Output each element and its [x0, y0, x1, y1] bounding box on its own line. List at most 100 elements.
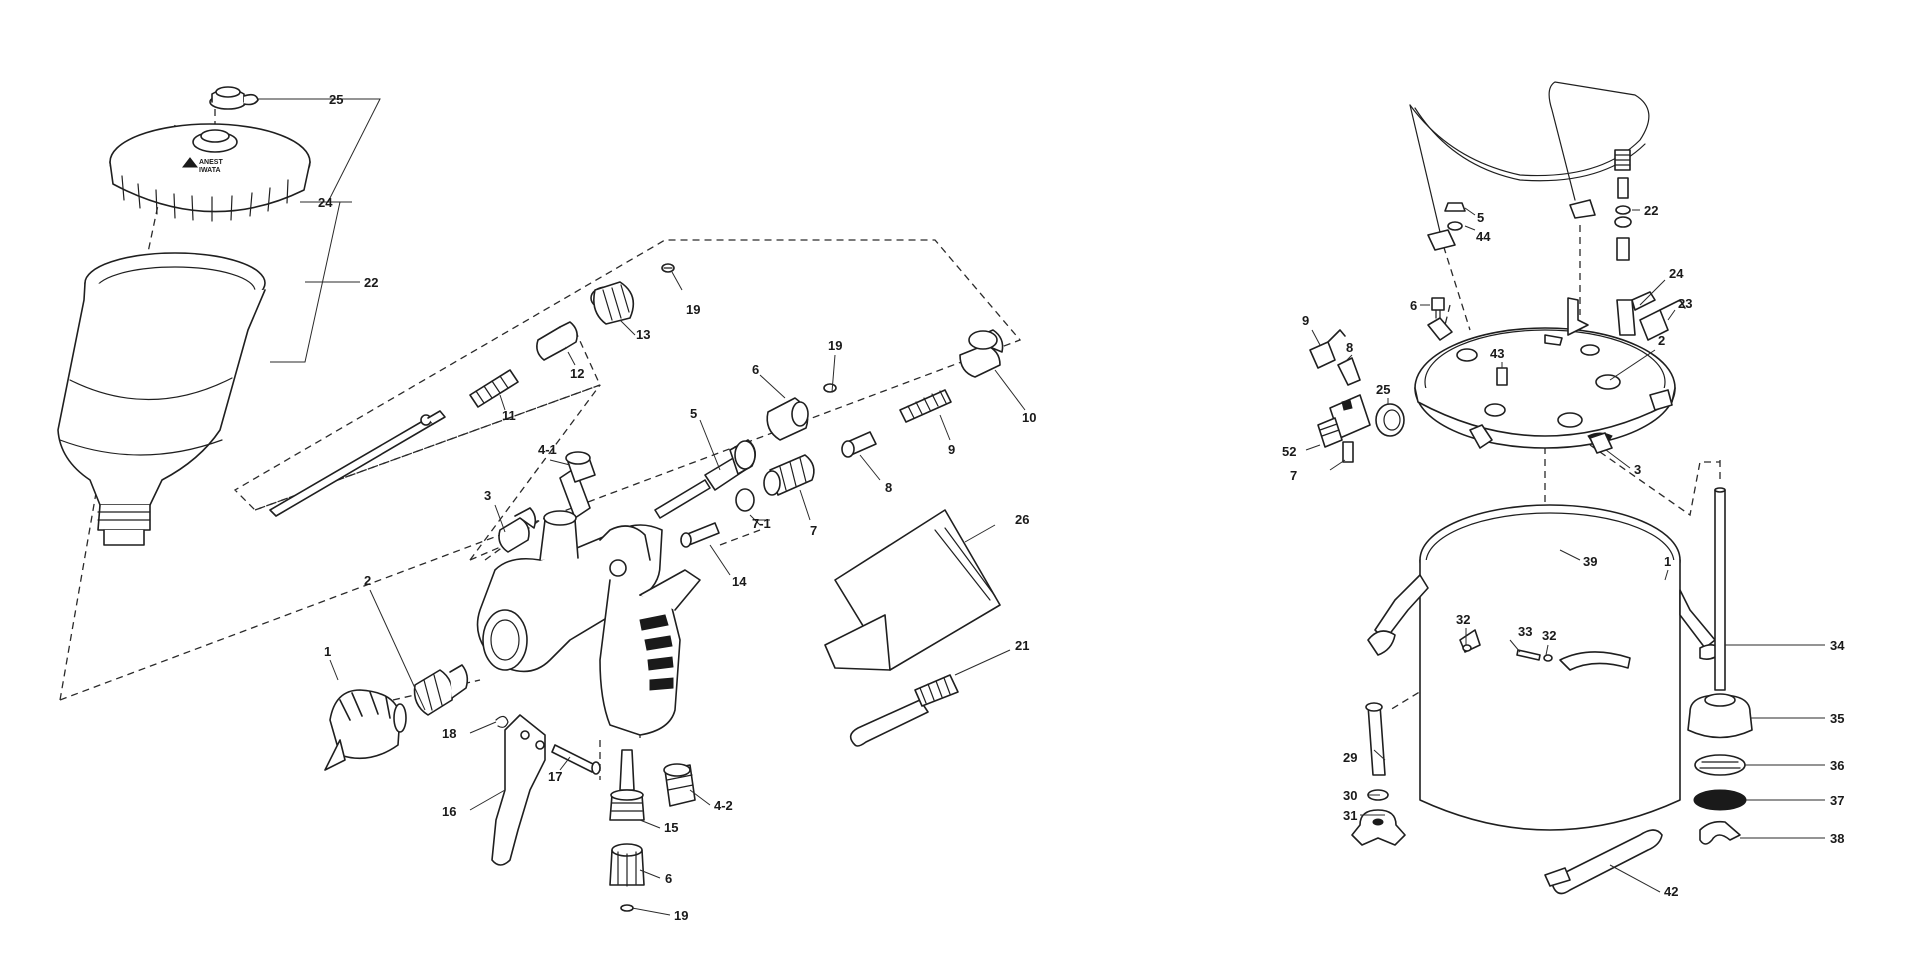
gun-part-2-needle — [269, 410, 446, 517]
gun-callout-22: 22 — [364, 275, 378, 290]
tank-callout-35: 35 — [1830, 711, 1844, 726]
gun-part-14-pin — [680, 522, 720, 548]
gun-part-2-nozzle — [413, 664, 469, 716]
tank-part-5-nut — [1444, 202, 1466, 212]
cup-lid-logo-line1: ANEST — [199, 159, 223, 166]
tank-part-9-valve — [1309, 329, 1346, 369]
tank-callout-5: 5 — [1477, 210, 1484, 225]
tank-callout-39: 39 — [1583, 554, 1597, 569]
gun-part-9-spring — [899, 389, 952, 423]
gun-callout-11: 11 — [502, 408, 516, 423]
tank-callout-8: 8 — [1346, 340, 1353, 355]
gun-part-26-manual — [824, 509, 1001, 671]
gun-callout-12: 12 — [570, 366, 584, 381]
tank-part-25-gauge — [1375, 403, 1405, 437]
tank-callout-36: 36 — [1830, 758, 1844, 773]
gun-callout-6-lower: 6 — [665, 871, 672, 886]
tank-part-36-mesh — [1694, 754, 1746, 776]
gun-part-15-fluid-adjuster — [609, 749, 645, 821]
gun-part-13-knob — [590, 281, 635, 325]
gun-callout-4-2: 4-2 — [714, 798, 733, 813]
tank-callout-7: 7 — [1290, 468, 1297, 483]
gun-part-19-screw-mid — [823, 383, 837, 393]
tank-callout-29: 29 — [1343, 750, 1357, 765]
tank-callout-31: 31 — [1343, 808, 1357, 823]
tank-part-34-pipe — [1714, 487, 1726, 691]
gun-callout-3: 3 — [484, 488, 491, 503]
gun-callout-14: 14 — [732, 574, 747, 589]
tank-part-29-bolt — [1365, 702, 1386, 776]
tank-callout-33: 33 — [1518, 624, 1532, 639]
gun-part-7-valve — [763, 454, 815, 496]
gun-callout-2: 2 — [364, 573, 371, 588]
gun-callout-4-1: 4-1 — [538, 442, 557, 457]
tank-callout-44: 44 — [1476, 229, 1491, 244]
gun-callout-18: 18 — [442, 726, 456, 741]
gun-part-25-cup-plug — [209, 86, 259, 110]
tank-callout-6: 6 — [1410, 298, 1417, 313]
gun-callout-10: 10 — [1022, 410, 1036, 425]
tank-callout-52: 52 — [1282, 444, 1296, 459]
tank-part-44-washer — [1447, 221, 1463, 231]
tank-part-2-lid — [1414, 297, 1676, 449]
gun-part-16-trigger — [491, 714, 546, 866]
tank-part-38-clip — [1699, 820, 1741, 845]
tank-callout-1: 1 — [1664, 554, 1671, 569]
tank-part-6-bolt — [1431, 297, 1445, 319]
tank-part-23-gauge-fitting — [1639, 299, 1686, 341]
gun-part-22-paint-cup — [57, 252, 266, 546]
gun-part-10-air-valve — [959, 329, 1004, 378]
gun-callout-labels: 25 24 22 19 13 12 11 10 19 6 5 9 8 4-1 3… — [318, 92, 1036, 923]
gun-part-7-1-oring — [735, 488, 755, 512]
gun-part-19-screw-bottom — [620, 904, 634, 912]
tank-callout-22: 22 — [1644, 203, 1658, 218]
tank-leader-lines — [1305, 207, 1825, 893]
gun-callout-24: 24 — [318, 195, 333, 210]
tank-callout-24: 24 — [1669, 266, 1684, 281]
tank-callout-2: 2 — [1658, 333, 1665, 348]
gun-callout-17: 17 — [548, 769, 562, 784]
gun-callout-1: 1 — [324, 644, 331, 659]
cup-lid-logo-line2: IWATA — [199, 167, 221, 174]
tank-part-33-pin — [1516, 649, 1541, 661]
tank-part-42-wrench — [1544, 829, 1663, 895]
tank-part-32-screw-b — [1543, 654, 1553, 662]
gun-callout-19-mid: 19 — [828, 338, 842, 353]
gun-part-11-spring — [469, 369, 519, 408]
tank-callout-25: 25 — [1376, 382, 1390, 397]
tank-clamp-arms — [1367, 574, 1723, 660]
tank-callout-32-b: 32 — [1542, 628, 1556, 643]
tank-part-43-bolt — [1496, 367, 1508, 386]
tank-part-22-fastener-stack — [1614, 149, 1632, 261]
gun-part-19-screw-top — [661, 263, 675, 273]
gun-part-5-needle-set — [654, 439, 756, 519]
gun-callout-25: 25 — [329, 92, 343, 107]
gun-callout-9: 9 — [948, 442, 955, 457]
gun-callout-15: 15 — [664, 820, 678, 835]
gun-leader-lines — [258, 98, 1026, 916]
pressure-tank-assembly: 5 44 22 6 24 23 2 9 8 43 25 52 7 3 39 1 … — [1282, 81, 1845, 899]
tank-callout-3: 3 — [1634, 462, 1641, 477]
tank-part-37-filter — [1693, 789, 1747, 811]
gun-callout-21: 21 — [1015, 638, 1029, 653]
gun-part-1-air-cap — [324, 689, 407, 771]
tank-part-8-elbow — [1337, 357, 1361, 386]
tank-callout-9: 9 — [1302, 313, 1309, 328]
gun-part-6-knob-upper — [766, 397, 809, 441]
tank-part-7-fitting — [1342, 441, 1354, 463]
gun-callout-16: 16 — [442, 804, 456, 819]
gun-callout-6-upper: 6 — [752, 362, 759, 377]
tank-callout-37: 37 — [1830, 793, 1844, 808]
tank-part-3-clamp — [1589, 432, 1613, 454]
gun-part-3-plug — [498, 507, 537, 553]
gun-part-12-packing — [536, 321, 578, 361]
gun-callout-7: 7 — [810, 523, 817, 538]
gun-callout-8: 8 — [885, 480, 892, 495]
gun-part-8-pin — [841, 431, 877, 458]
gun-part-6-knob-lower — [609, 843, 645, 887]
gun-part-4-2-fitting — [663, 763, 696, 807]
gun-part-18-clip — [495, 715, 509, 728]
gun-callout-7-1: 7-1 — [752, 516, 771, 531]
gun-body — [476, 510, 701, 736]
tank-callout-30: 30 — [1343, 788, 1357, 803]
